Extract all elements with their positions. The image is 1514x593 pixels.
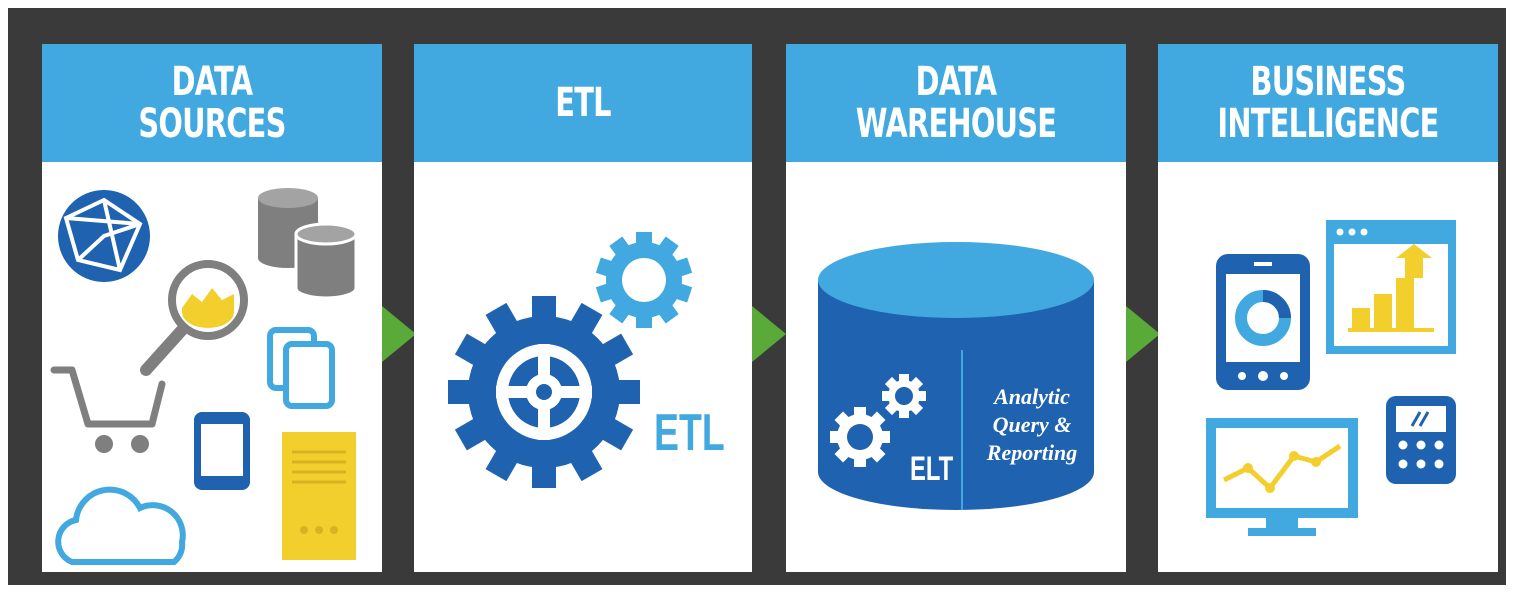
- smartphone-icon: [1216, 254, 1310, 390]
- panel-body: ETL: [414, 162, 752, 572]
- panel-data-warehouse: DATA WAREHOUSE: [786, 44, 1126, 572]
- analytic-line-1: Analytic: [992, 384, 1070, 409]
- warehouse-cylinder-icon: [818, 242, 1094, 510]
- shopping-cart-icon: [50, 366, 166, 453]
- gear-icon: [830, 407, 890, 467]
- donut-chart-icon: [1235, 290, 1291, 346]
- panel-body: [42, 162, 382, 572]
- small-gear-icon: [595, 232, 693, 328]
- bar-chart-icon: [1348, 244, 1434, 332]
- cloud-icon: [55, 486, 186, 565]
- panel-title: BUSINESS INTELLIGENCE: [1217, 59, 1439, 147]
- panel-header: ETL: [414, 44, 752, 162]
- database-icon: [258, 188, 358, 300]
- panel-header: BUSINESS INTELLIGENCE: [1158, 44, 1498, 162]
- arrow-right-icon: [752, 306, 786, 362]
- analytic-line-2: Query &: [993, 412, 1072, 437]
- panel-body: [1158, 162, 1498, 572]
- panel-business-intelligence: BUSINESS INTELLIGENCE: [1158, 44, 1498, 572]
- gear-icon: [882, 374, 926, 418]
- arrow-right-icon: [1126, 306, 1160, 362]
- large-gear-icon: [448, 296, 640, 488]
- diagram-frame: DATA SOURCES: [8, 8, 1506, 585]
- analytic-line-3: Reporting: [986, 440, 1077, 465]
- panel-data-sources: DATA SOURCES: [42, 44, 382, 572]
- etl-gear-label: ETL: [654, 403, 725, 462]
- globe-icon: [58, 190, 150, 282]
- panel-title: DATA SOURCES: [138, 59, 286, 147]
- panel-title: ETL: [555, 80, 611, 126]
- elt-label: ELT: [910, 450, 953, 488]
- line-chart-icon: [1222, 443, 1342, 493]
- documents-icon: [267, 327, 335, 409]
- magnifier-icon: [140, 260, 248, 376]
- panel-title: DATA WAREHOUSE: [855, 59, 1057, 147]
- panel-header: DATA WAREHOUSE: [786, 44, 1126, 162]
- browser-window-icon: [1326, 220, 1456, 354]
- panel-etl: ETL: [414, 44, 752, 572]
- server-icon: [282, 432, 356, 560]
- arrow-right-icon: [382, 306, 416, 362]
- calculator-icon: [1386, 396, 1456, 484]
- phone-icon: [194, 412, 250, 490]
- panel-header: DATA SOURCES: [42, 44, 382, 162]
- panel-body: ELT Analytic Query & Reporting: [786, 162, 1126, 572]
